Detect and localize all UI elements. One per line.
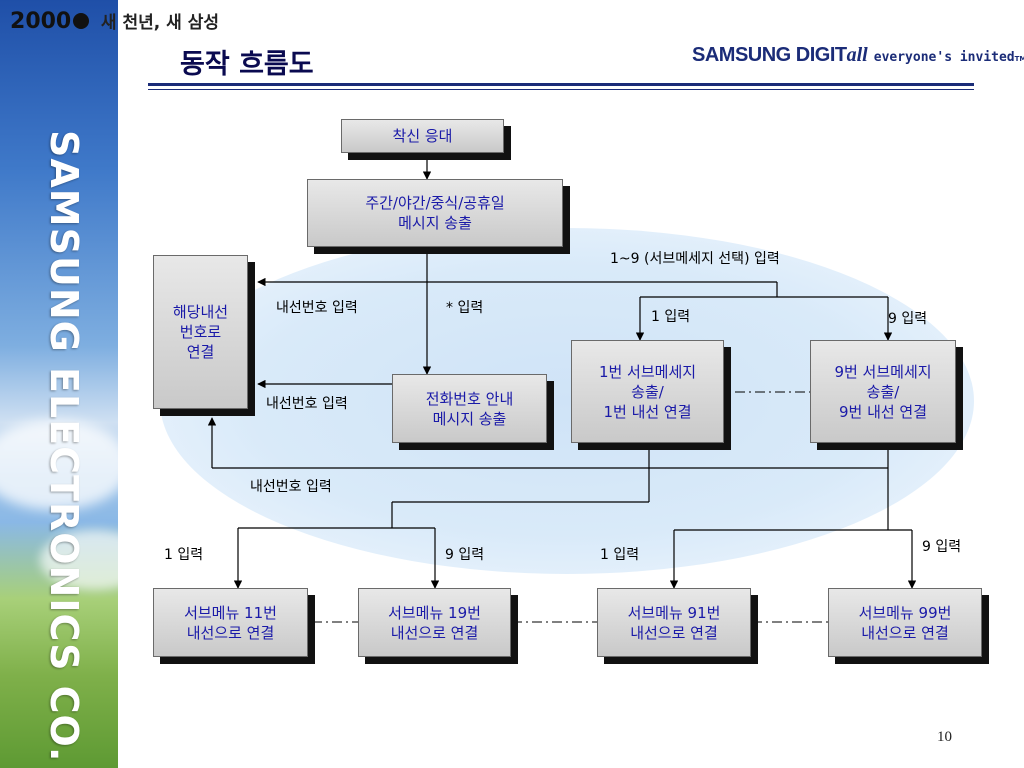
- label-input-1-right: 1 입력: [600, 547, 640, 563]
- samsung-digitall-logo: SAMSUNG DIGITall everyone's invitedTM: [692, 44, 1024, 67]
- brand-suffix: all: [846, 44, 868, 66]
- brand-tagline: everyone's invited: [873, 50, 1015, 65]
- label-input-9-left: 9 입력: [445, 547, 485, 563]
- flow-box-menu19: 서브메뉴 19번 내선으로 연결: [358, 588, 511, 657]
- label-ext-input-mid: 내선번호 입력: [266, 396, 348, 412]
- flow-box-message: 주간/야간/중식/공휴일 메시지 송출: [307, 179, 563, 247]
- slogan: 새 천년, 새 삼성: [100, 13, 219, 33]
- label-input-1-left: 1 입력: [164, 547, 204, 563]
- label-input-9: 9 입력: [888, 311, 928, 327]
- flow-box-answer: 착신 응대: [341, 119, 504, 153]
- label-star-input: * 입력: [446, 300, 484, 316]
- logo-year: 2: [10, 9, 26, 34]
- flow-box-menu91: 서브메뉴 91번 내선으로 연결: [597, 588, 751, 657]
- flow-box-sub1: 1번 서브메세지 송출/ 1번 내선 연결: [571, 340, 724, 443]
- brand-tm: TM: [1014, 55, 1024, 63]
- flow-box-sub9: 9번 서브메세지 송출/ 9번 내선 연결: [810, 340, 956, 443]
- flow-box-menu11: 서브메뉴 11번 내선으로 연결: [153, 588, 308, 657]
- label-ext-input-top: 내선번호 입력: [276, 300, 358, 316]
- cloud-decoration: [0, 420, 118, 510]
- flow-box-menu99: 서브메뉴 99번 내선으로 연결: [828, 588, 982, 657]
- logo-digits: 000: [25, 9, 72, 34]
- brand-name: SAMSUNG DIGIT: [692, 44, 847, 66]
- page-number: 10: [937, 729, 952, 745]
- label-ext-input-low: 내선번호 입력: [250, 479, 332, 495]
- flow-box-phone-guide: 전화번호 안내 메시지 송출: [392, 374, 547, 443]
- label-input-9-right: 9 입력: [922, 539, 962, 555]
- logo-dot-icon: [73, 13, 90, 29]
- flow-box-connect: 해당내선 번호로 연결: [153, 255, 248, 409]
- page-title: 동작 흐름도: [180, 49, 314, 80]
- header-rule-thin: [148, 89, 974, 90]
- sidebar-banner: SAMSUNG ELECTRONICS CO.: [0, 0, 118, 768]
- millennium-logo: 2000 새 천년, 새 삼성: [10, 8, 219, 34]
- label-input-1: 1 입력: [651, 309, 691, 325]
- header-rule: [148, 83, 974, 86]
- label-submenu-select: 1~9 (서브메세지 선택) 입력: [610, 251, 780, 267]
